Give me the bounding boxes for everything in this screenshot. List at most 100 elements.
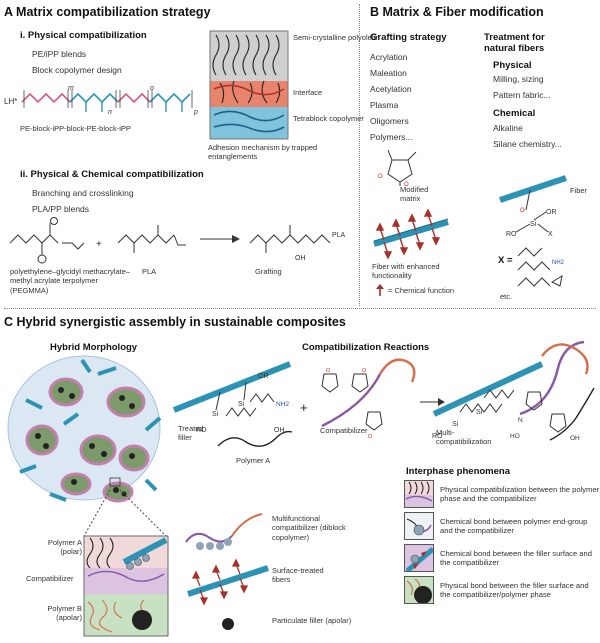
ro-label: RO — [506, 231, 517, 238]
interphase-title: Interphase phenomena — [406, 466, 510, 477]
list-item: PE/iPP blends — [32, 49, 87, 59]
list-item: PLA/PP blends — [32, 204, 90, 214]
grafting-strategy-title: Grafting strategy — [370, 32, 447, 43]
plus-sign: + — [96, 239, 102, 250]
plus-sign: + — [300, 400, 308, 415]
list-item: Branching and crosslinking — [32, 188, 134, 198]
pe-block — [21, 92, 71, 104]
label-interface: Interface — [293, 88, 323, 97]
interphase-row: Chemical bond between the filler surface… — [404, 542, 600, 574]
svg-text:Si: Si — [476, 409, 483, 416]
etc-label: etc. — [500, 292, 513, 301]
svg-text:O: O — [326, 368, 331, 374]
list-item: Plasma — [370, 100, 399, 110]
fiber-label: Fiber — [570, 186, 588, 195]
hybrid-morphology-title: Hybrid Morphology — [50, 342, 138, 353]
enhanced-fiber-illustration — [373, 208, 449, 260]
ro-label: RO — [196, 427, 207, 434]
interphase-row: Physical bond between the filler surface… — [404, 574, 600, 606]
list-item: Silane chemistry... — [493, 139, 562, 149]
pegmma-label: polyethylene–glycidyl methacrylate–methy… — [10, 267, 131, 295]
fibers — [19, 358, 162, 502]
interface-illustration — [209, 30, 289, 140]
interphase-item-2: Chemical bond between polymer end-group … — [440, 516, 588, 535]
list-item: Alkaline — [493, 123, 523, 133]
svg-text:O: O — [404, 182, 409, 188]
interphase-item-1: Physical compatibilization between the p… — [440, 484, 600, 503]
oh-label: OH — [295, 255, 306, 262]
x-equals-label: X = — [498, 255, 513, 266]
layer-label-compatibilizer: Compatibilizer — [26, 574, 74, 583]
interphase-list: Physical compatibilization between the p… — [404, 478, 600, 606]
svg-text:O: O — [378, 174, 383, 180]
block-copolymer-chain: LH* m n o p — [4, 85, 198, 116]
panel-a-title: A Matrix compatibilization strategy — [4, 5, 211, 19]
copolymer-name: PE-block-iPP-block-PE-block-iPP — [20, 124, 131, 133]
label-tetrablock: Tetrablock copolymer — [293, 114, 364, 123]
physical-bond-filler-icon — [404, 576, 434, 604]
list-item: Block copolymer design — [32, 65, 122, 75]
layer-label-polymer-b: Polymer B (apolar) — [47, 604, 82, 623]
physical-compat-list: PE/iPP blends Block copolymer design — [32, 46, 122, 78]
list-item: Polymers... — [370, 132, 413, 142]
legend-fibers-label: Surface-treated fibers — [272, 566, 324, 585]
panel-b-title: B Matrix & Fiber modification — [370, 5, 544, 19]
physical-treatment-title: Physical — [493, 60, 532, 71]
n-label: n — [108, 109, 112, 116]
svg-text:N: N — [518, 417, 523, 424]
ipp-block — [149, 92, 191, 104]
pla-label: PLA — [142, 267, 157, 276]
filler-particles — [35, 387, 135, 497]
modified-matrix-label: Modified matrix — [400, 185, 429, 204]
list-item: Acrylation — [370, 52, 408, 62]
nh2-label: NH2 — [552, 260, 565, 266]
interphase-item-3: Chemical bond between the filler surface… — [440, 548, 592, 567]
nh2-label: NH2 — [276, 401, 289, 408]
svg-text:OH: OH — [570, 435, 580, 442]
treated-filler-label: Treated filler — [178, 424, 204, 443]
or-label: OR — [546, 209, 557, 216]
svg-text:O: O — [362, 368, 367, 374]
list-item: Milling, sizing — [493, 74, 544, 84]
enhanced-fiber-label: Fiber with enhanced functionality — [372, 262, 440, 281]
natural-fibers-title: Treatment for natural fibers — [484, 32, 545, 55]
grafting-reaction-scheme: + OH PLA — [9, 217, 346, 264]
treated-filler-illustration: Si Si RO OR NH2 — [172, 361, 292, 434]
panel-c-title: C Hybrid synergistic assembly in sustain… — [4, 315, 346, 329]
physical-compat-icon — [404, 480, 434, 508]
interphase-row: Chemical bond between polymer end-group … — [404, 510, 600, 542]
chemical-treatment-title: Chemical — [493, 108, 536, 119]
pe-block — [117, 92, 151, 104]
list-item: Acetylation — [370, 84, 412, 94]
compatibilizer-molecule: O O O — [321, 358, 416, 440]
p-label: p — [193, 109, 198, 116]
grafting-strategy-list: Acrylation Maleation Acetylation Plasma … — [370, 49, 413, 145]
list-item: Pattern fabric... — [493, 90, 551, 100]
physical-chemical-title: ii. Physical & Chemical compatibilizatio… — [20, 169, 204, 180]
divider-horizontal — [4, 308, 596, 309]
physical-treatment-list: Milling, sizing Pattern fabric... — [493, 71, 551, 103]
interface-band — [210, 81, 288, 107]
o-label: o — [150, 85, 154, 92]
chemical-function-label: = Chemical function — [388, 286, 455, 295]
polymer-a-chain: OH — [217, 427, 293, 447]
divider-vertical — [359, 4, 360, 306]
filler-surface-bond-icon — [404, 544, 434, 572]
reaction-arrow — [420, 398, 445, 406]
si-label: Si — [530, 221, 537, 228]
multi-compat-label: Multi-compatibilization — [436, 428, 492, 447]
adhesion-caption: Adhesion mechanism by trapped entangleme… — [208, 143, 318, 162]
svg-text:Si: Si — [238, 401, 245, 408]
svg-text:Si: Si — [452, 421, 459, 428]
interphase-row: Physical compatibilization between the p… — [404, 478, 600, 510]
zoom-lines — [83, 489, 167, 537]
oh-label: OH — [274, 427, 285, 434]
svg-text:O: O — [368, 434, 373, 440]
ipp-block — [69, 92, 119, 104]
svg-text:O: O — [520, 208, 525, 214]
list-item: Maleation — [370, 68, 407, 78]
compatibilizer-label: Compatibilizer — [320, 426, 368, 435]
m-label: m — [68, 85, 74, 92]
or-label: OR — [258, 373, 269, 380]
chemical-treatment-list: Alkaline Silane chemistry... — [493, 120, 562, 152]
